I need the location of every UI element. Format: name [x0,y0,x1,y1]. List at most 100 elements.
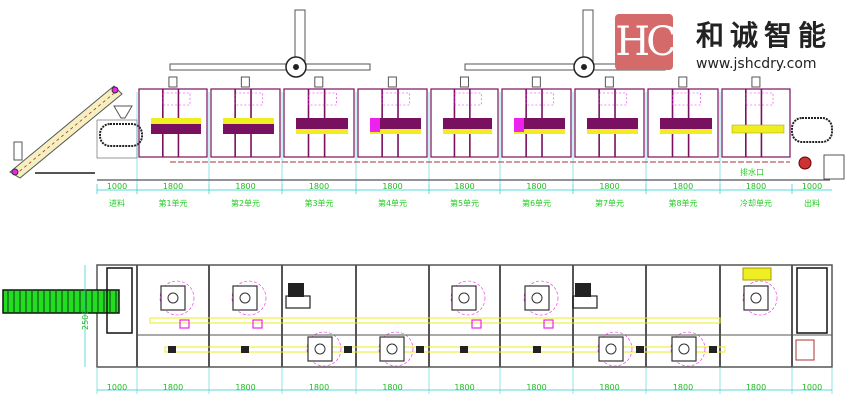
belt-layer [151,129,201,134]
valve [471,319,482,329]
fan-icon [239,292,251,304]
plan-dimension: 1800 [382,383,402,392]
belt-layer [151,124,201,129]
belt-layer [223,118,274,124]
belt-layer [223,129,274,134]
belt-layer [660,129,712,134]
valve [179,319,190,329]
incline-conveyor [9,85,123,179]
feed-hopper [113,105,133,119]
logo-mark: HC [615,14,677,70]
elevation-dimension: 1800 [163,182,183,191]
plan-dimension: 1800 [599,383,619,392]
belt-layer [514,129,565,134]
cooling-inlet [742,267,772,281]
section-label: 进料 [109,198,125,208]
bearing [416,346,424,353]
elevation-dimension: 1800 [235,182,255,191]
motor [531,76,541,88]
burner-box [285,295,311,309]
motor [387,76,397,88]
section-label: 第6单元 [522,198,551,208]
fan-housing [378,331,414,367]
belt-layer [370,129,421,134]
fan-box [598,336,624,362]
belt-layer [443,129,492,134]
belt-layer [587,124,638,129]
fan-box [232,285,258,311]
bearing [709,346,717,353]
lower-pipe [164,346,726,353]
belt-layer [370,118,421,124]
air-duct [454,92,482,106]
fan-housing [231,280,267,316]
belt-layer [443,118,492,124]
plan-outline [96,264,833,368]
burner [575,283,591,297]
plan-dimension: 1000 [802,383,822,392]
dryer-unit-8 [647,88,719,158]
fan-icon [314,343,326,355]
elevation-dimension: 1800 [526,182,546,191]
motor [751,76,761,88]
air-duct [381,92,411,106]
feed-chain-conveyor [99,123,143,147]
company-logo: HC 和诚智能 www.jshcdry.com [612,12,850,72]
belt-layer [660,118,712,124]
fan-icon [678,343,690,355]
fan-hub [293,64,299,70]
incline-pulley [11,168,19,176]
section-label: 第5单元 [450,198,479,208]
motor [168,76,178,88]
fan-housing [306,331,342,367]
burner-box [572,295,598,309]
air-duct [745,92,774,106]
dryer-unit-3 [283,88,355,158]
support-frame [35,172,95,174]
section-label: 第7单元 [595,198,624,208]
air-duct [234,92,264,106]
elevation-dimension: 1800 [673,182,693,191]
belt-layer [514,118,565,124]
air-duct [162,92,191,106]
dryer-unit-5 [430,88,499,158]
fan-icon [458,292,470,304]
section-label: 出料 [804,198,820,208]
elevation-dimension: 1800 [454,182,474,191]
motor [459,76,469,88]
belt-accent [370,118,380,132]
section-label: 第2单元 [231,198,260,208]
elevation-dimension: 1000 [107,182,127,191]
upper-pipe [149,317,721,324]
plan-dimension: 1800 [673,383,693,392]
fan-housing [523,280,559,316]
dryer-unit-7 [574,88,645,158]
air-duct [598,92,628,106]
fan-box [160,285,186,311]
top-duct [169,63,371,71]
fan-housing [670,331,706,367]
section-label: 第1单元 [158,198,187,208]
plan-dimension: 1800 [454,383,474,392]
discharge-box [823,154,845,180]
fan-icon [605,343,617,355]
bearing [460,346,468,353]
fan-box [379,336,405,362]
fan-box [307,336,333,362]
bearing [344,346,352,353]
dryer-unit-6 [501,88,572,158]
dryer-unit-9 [721,88,791,158]
feed-hopper [13,141,23,161]
dryer-unit-1 [138,88,208,158]
elevation-dimension: 1000 [802,182,822,191]
fan-box [743,285,769,311]
fan-box [451,285,477,311]
fan-housing [159,280,195,316]
belt-layer [296,124,348,129]
company-name: 和诚智能 [696,19,833,52]
bearing [168,346,176,353]
elevation-dimension: 1800 [599,182,619,191]
dryer-unit-4 [357,88,428,158]
motor [604,76,614,88]
